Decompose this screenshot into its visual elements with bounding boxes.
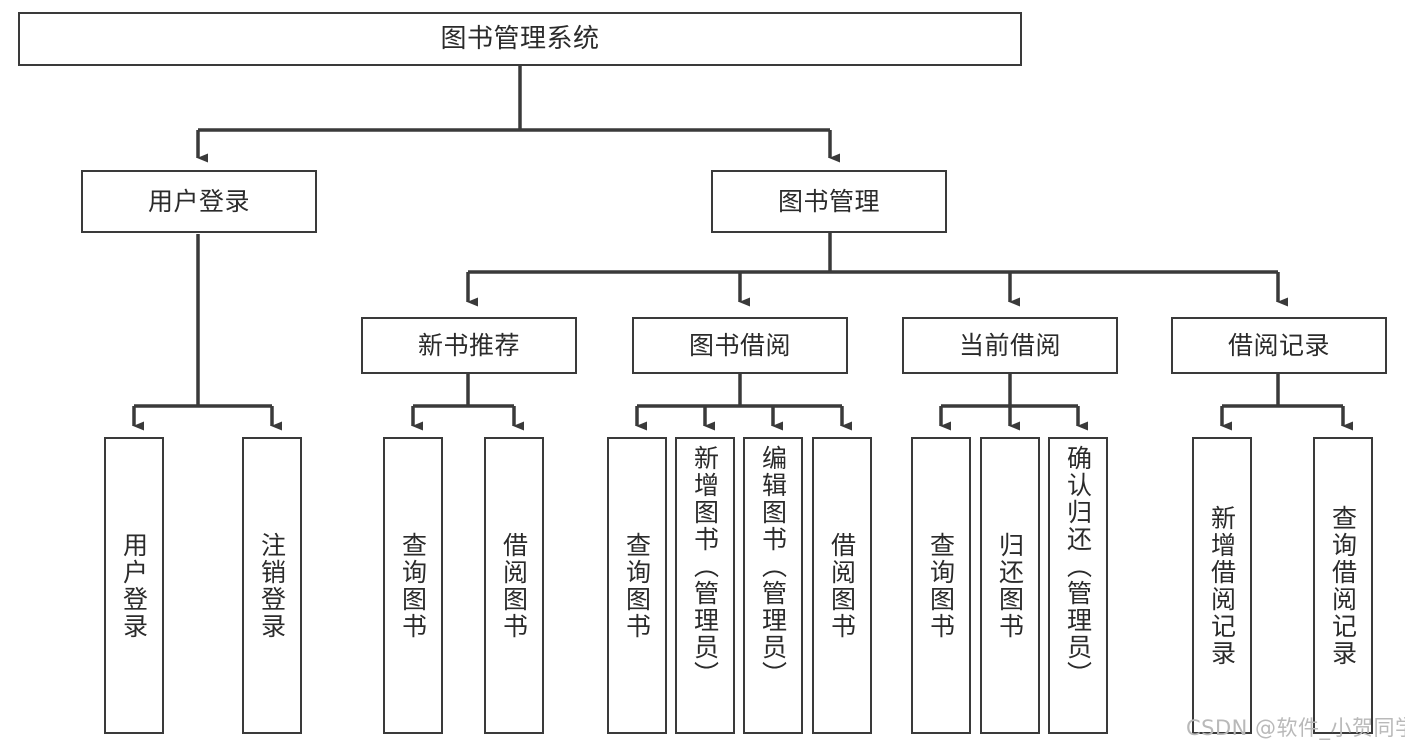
node-leaf-add-book-admin[interactable]: 新增图书（管理员） bbox=[675, 437, 735, 734]
node-label: 查询图书 bbox=[926, 531, 956, 640]
node-borrow-record[interactable]: 借阅记录 bbox=[1171, 317, 1387, 374]
node-new-book-recommend[interactable]: 新书推荐 bbox=[361, 317, 577, 374]
node-label: 注销登录 bbox=[257, 531, 287, 640]
node-book-borrow[interactable]: 图书借阅 bbox=[632, 317, 848, 374]
node-label: 用户登录 bbox=[119, 531, 149, 640]
node-label: 编辑图书（管理员） bbox=[758, 445, 788, 688]
node-leaf-query-borrow-record[interactable]: 查询借阅记录 bbox=[1313, 437, 1373, 734]
node-label: 确认归还（管理员） bbox=[1063, 445, 1093, 688]
node-label: 查询图书 bbox=[622, 531, 652, 640]
node-leaf-edit-book-admin[interactable]: 编辑图书（管理员） bbox=[743, 437, 803, 734]
node-label: 借阅图书 bbox=[499, 531, 529, 640]
node-label: 新书推荐 bbox=[417, 331, 520, 360]
node-leaf-logout[interactable]: 注销登录 bbox=[242, 437, 302, 734]
node-book-management[interactable]: 图书管理 bbox=[711, 170, 947, 233]
node-label: 图书管理 bbox=[777, 187, 880, 216]
node-label: 用户登录 bbox=[147, 187, 250, 216]
node-label: 新增借阅记录 bbox=[1207, 504, 1237, 667]
node-leaf-query-book-current[interactable]: 查询图书 bbox=[911, 437, 971, 734]
csdn-watermark: CSDN @软件_小贺同学 bbox=[1186, 716, 1405, 740]
node-label: 图书管理系统 bbox=[440, 24, 600, 54]
node-label: 查询图书 bbox=[398, 531, 428, 640]
node-leaf-query-book-borrow[interactable]: 查询图书 bbox=[607, 437, 667, 734]
node-leaf-add-borrow-record[interactable]: 新增借阅记录 bbox=[1192, 437, 1252, 734]
node-current-borrow[interactable]: 当前借阅 bbox=[902, 317, 1118, 374]
node-label: 当前借阅 bbox=[958, 331, 1061, 360]
node-label: 归还图书 bbox=[995, 531, 1025, 640]
node-label: 新增图书（管理员） bbox=[690, 445, 720, 688]
node-label: 借阅记录 bbox=[1227, 331, 1330, 360]
node-leaf-borrow-book[interactable]: 借阅图书 bbox=[812, 437, 872, 734]
node-leaf-borrow-book-recommend[interactable]: 借阅图书 bbox=[484, 437, 544, 734]
node-label: 借阅图书 bbox=[827, 531, 857, 640]
node-leaf-query-book-recommend[interactable]: 查询图书 bbox=[383, 437, 443, 734]
node-label: 查询借阅记录 bbox=[1328, 504, 1358, 667]
node-label: 图书借阅 bbox=[688, 331, 791, 360]
node-leaf-confirm-return-admin[interactable]: 确认归还（管理员） bbox=[1048, 437, 1108, 734]
node-root-book-management-system[interactable]: 图书管理系统 bbox=[18, 12, 1022, 66]
node-leaf-user-login[interactable]: 用户登录 bbox=[104, 437, 164, 734]
node-user-login[interactable]: 用户登录 bbox=[81, 170, 317, 233]
node-leaf-return-book[interactable]: 归还图书 bbox=[980, 437, 1040, 734]
